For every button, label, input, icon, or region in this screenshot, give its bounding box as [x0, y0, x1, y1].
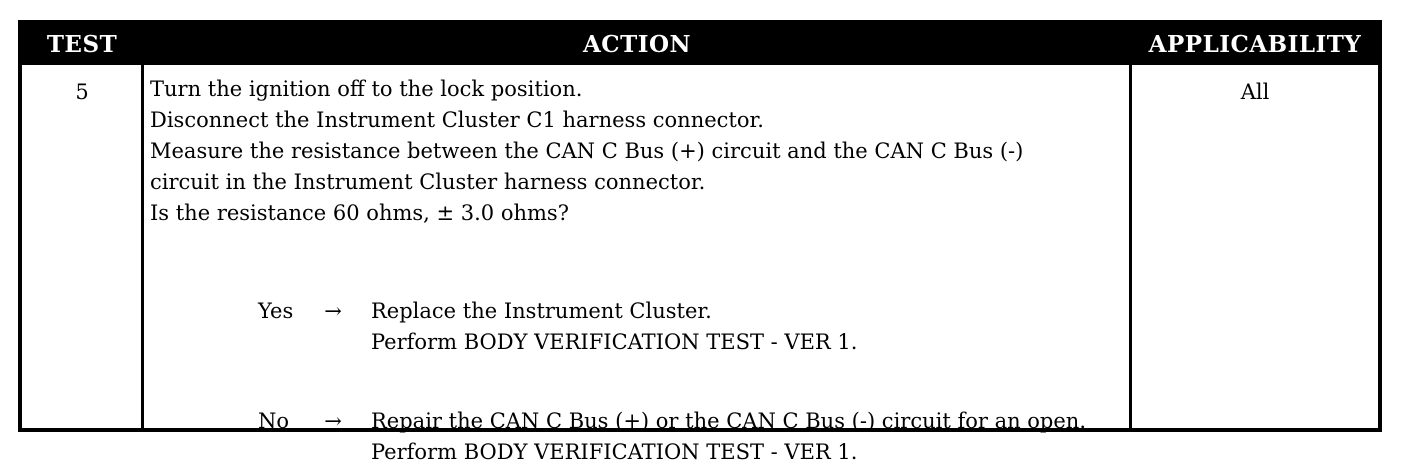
outcome-yes-line: Replace the Instrument Cluster. — [371, 299, 712, 323]
action-cell: Turn the ignition off to the lock positi… — [150, 74, 1126, 464]
outcome-no-label: No — [258, 409, 290, 433]
outcome-yes-text: Replace the Instrument Cluster. Perform … — [371, 296, 857, 358]
action-step: Disconnect the Instrument Cluster C1 har… — [150, 108, 764, 132]
outcome-yes-label: Yes — [258, 299, 294, 323]
outcome-no-line: Perform BODY VERIFICATION TEST - VER 1. — [371, 440, 858, 464]
right-arrow-icon: → — [324, 299, 342, 323]
right-arrow-icon: → — [324, 409, 342, 433]
table-header-row: TEST ACTION APPLICABILITY — [22, 24, 1378, 65]
outcome-no-line: Repair the CAN C Bus (+) or the CAN C Bu… — [371, 409, 1087, 433]
outcome-no-text: Repair the CAN C Bus (+) or the CAN C Bu… — [371, 406, 1086, 468]
action-question: Is the resistance 60 ohms, ± 3.0 ohms? — [150, 201, 569, 225]
test-number: 5 — [75, 80, 89, 104]
column-divider-test-action — [141, 65, 144, 428]
action-step: Measure the resistance between the CAN C… — [150, 139, 1024, 163]
action-step: circuit in the Instrument Cluster harnes… — [150, 170, 706, 194]
action-step: Turn the ignition off to the lock positi… — [150, 77, 583, 101]
outcome-yes-line: Perform BODY VERIFICATION TEST - VER 1. — [371, 330, 858, 354]
column-divider-action-applicability — [1129, 65, 1132, 428]
applicability-value: All — [1240, 80, 1270, 104]
header-applicability: APPLICABILITY — [1148, 31, 1362, 58]
header-test: TEST — [46, 31, 118, 58]
header-action: ACTION — [582, 31, 692, 58]
diagnostic-test-table: TEST ACTION APPLICABILITY 5 Turn the ign… — [18, 20, 1382, 464]
